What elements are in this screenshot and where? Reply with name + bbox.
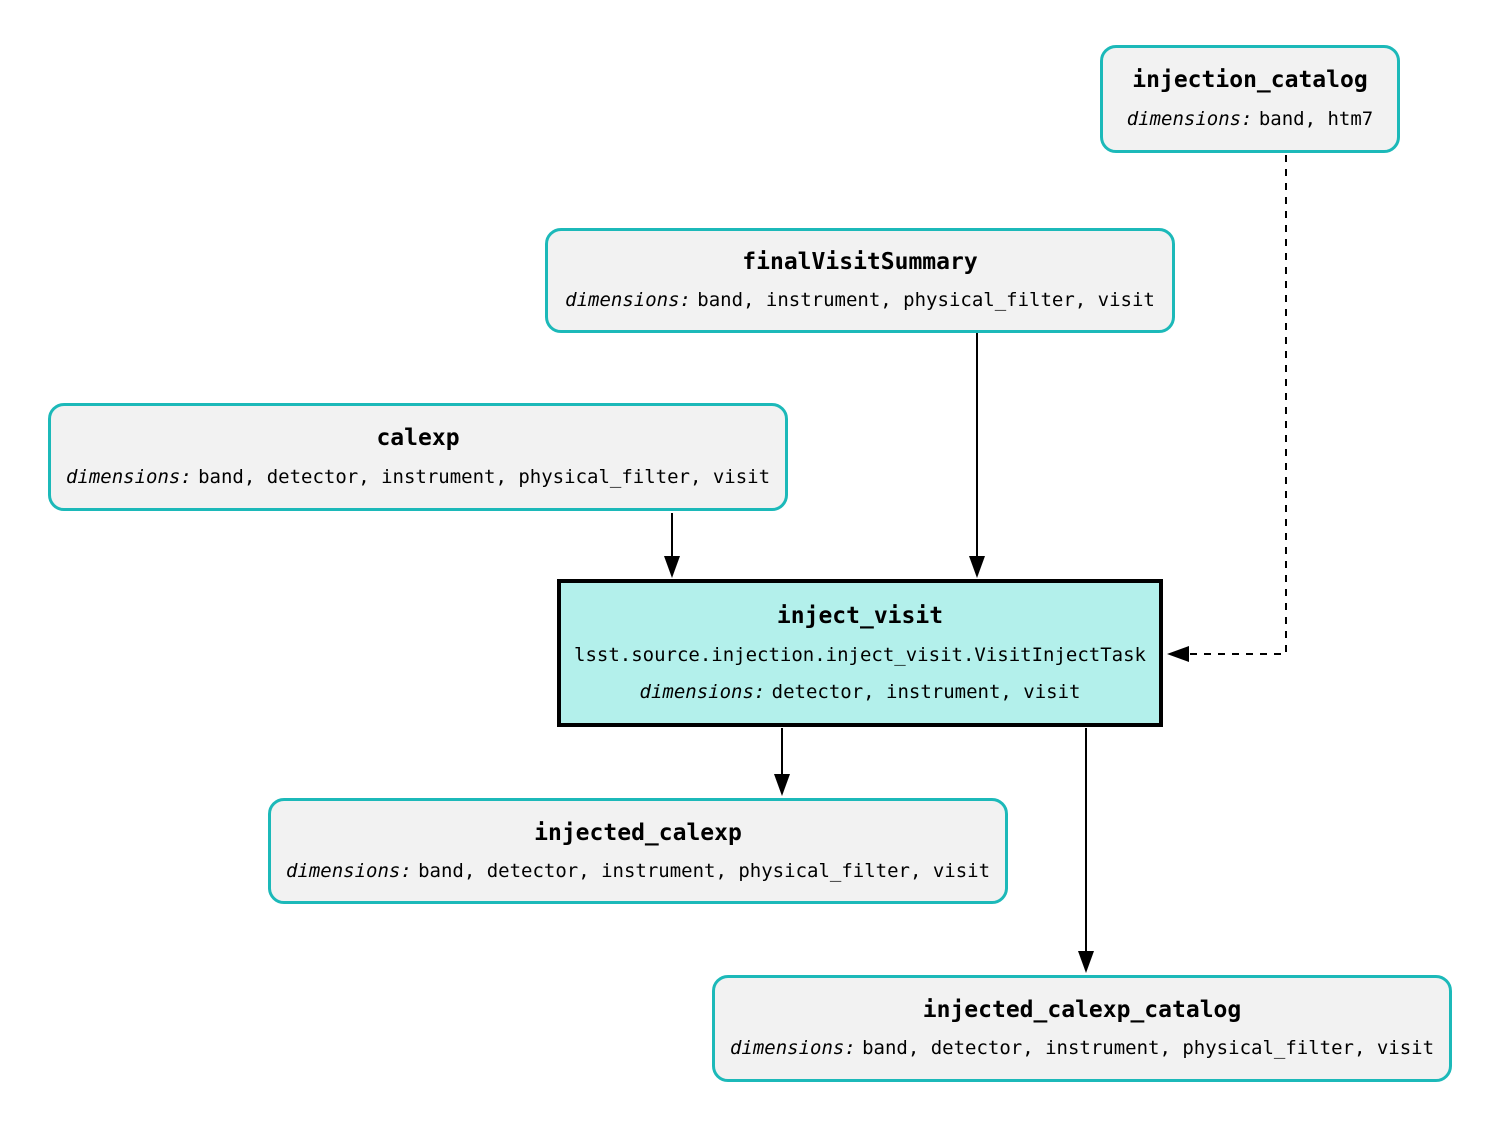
edge-injection-catalog-to-inject-visit: [1167, 155, 1287, 662]
node-dimensions: dimensions: band, detector, instrument, p…: [286, 860, 990, 883]
edge-inject-visit-to-injected-calexp: [774, 728, 790, 796]
node-title: inject_visit: [776, 602, 944, 629]
dimensions-label: dimensions:: [65, 466, 192, 488]
edge-finalVisitSummary-to-inject-visit: [969, 333, 985, 578]
dimensions-label: dimensions:: [1126, 108, 1253, 130]
task-class-path: lsst.source.injection.inject_visit.Visit…: [574, 644, 1146, 666]
dataset-node-injected-calexp: injected_calexp dimensions: band, detecto…: [268, 798, 1008, 904]
edge-inject-visit-to-injected-calexp-catalog: [1078, 728, 1094, 973]
dimensions-value: band, instrument, physical_filter, visit: [697, 289, 1155, 311]
dimensions-label: dimensions:: [565, 289, 691, 311]
edge-calexp-to-inject-visit: [664, 513, 680, 578]
dimensions-value: detector, instrument, visit: [771, 680, 1081, 703]
node-dimensions: dimensions:band, htm7: [1127, 108, 1374, 131]
task-node-inject-visit: inject_visit lsst.source.injection.injec…: [557, 579, 1163, 727]
node-dimensions: dimensions:detector, instrument, visit: [640, 681, 1081, 704]
dataset-node-calexp: calexp dimensions: band, detector, instru…: [48, 403, 788, 511]
node-dimensions: dimensions: band, instrument, physical_fi…: [565, 289, 1155, 312]
dataset-node-injection-catalog: injection_catalog dimensions:band, htm7: [1100, 45, 1400, 153]
dimensions-value: band, detector, instrument, physical_fil…: [418, 859, 991, 882]
dimensions-label: dimensions:: [639, 680, 766, 703]
node-title: injected_calexp_catalog: [922, 996, 1242, 1023]
node-title: injection_catalog: [1132, 67, 1368, 94]
node-dimensions: dimensions: band, detector, instrument, p…: [730, 1037, 1434, 1060]
node-title: finalVisitSummary: [742, 249, 978, 276]
dimensions-value: band, htm7: [1258, 108, 1374, 130]
dimensions-value: band, detector, instrument, physical_fil…: [198, 466, 771, 488]
dimensions-value: band, detector, instrument, physical_fil…: [862, 1037, 1435, 1060]
node-title: calexp: [376, 425, 460, 452]
dimensions-label: dimensions:: [729, 1037, 856, 1060]
node-dimensions: dimensions: band, detector, instrument, p…: [66, 466, 770, 489]
dimensions-label: dimensions:: [285, 859, 412, 882]
dataset-node-injected-calexp-catalog: injected_calexp_catalog dimensions: band,…: [712, 975, 1452, 1082]
node-title: injected_calexp: [534, 819, 742, 846]
dataset-node-finalVisitSummary: finalVisitSummary dimensions: band, instr…: [545, 228, 1175, 333]
